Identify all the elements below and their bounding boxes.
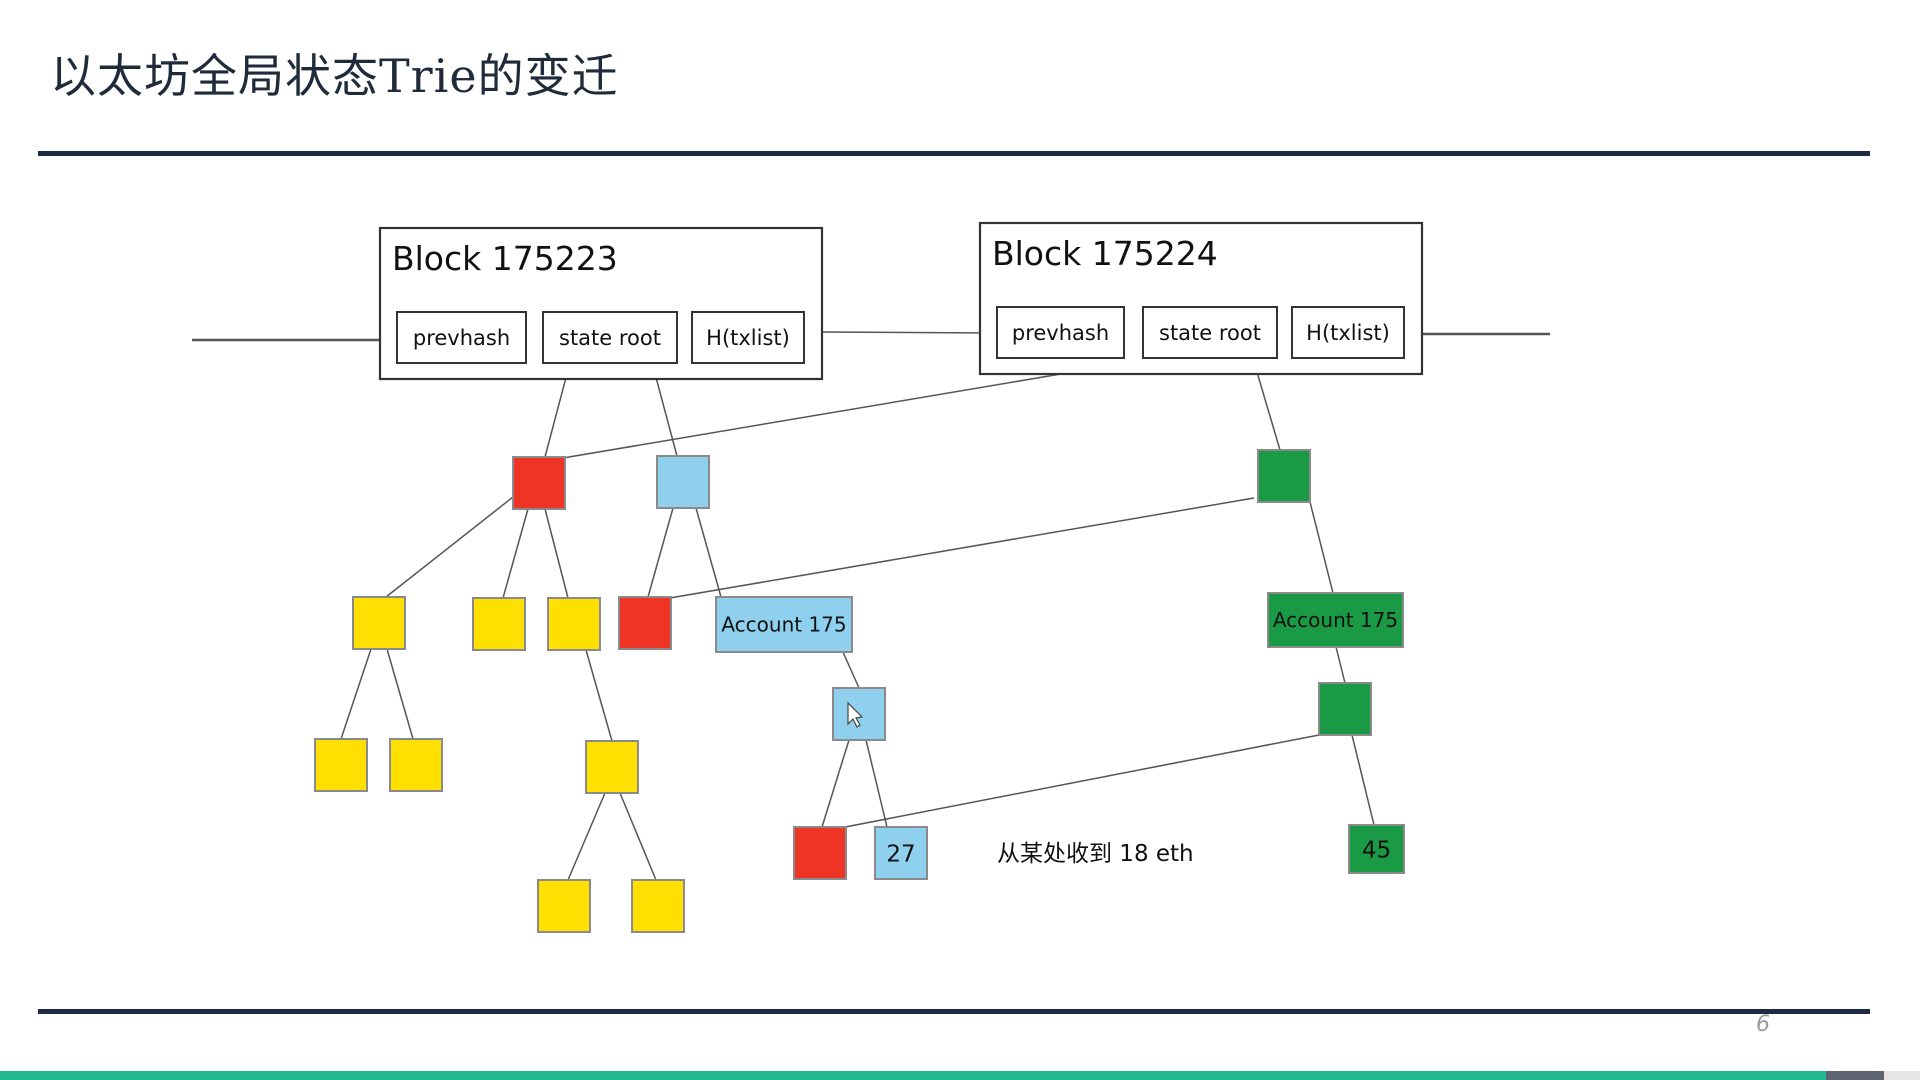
block-field-box — [1291, 306, 1405, 359]
edge-line — [821, 739, 850, 828]
block-field-box — [996, 306, 1125, 359]
node-label: Account 175 — [1273, 608, 1398, 632]
edge-line — [695, 507, 722, 598]
edge-line — [663, 497, 1255, 600]
trie-node-y6 — [585, 740, 639, 794]
node-box — [1318, 682, 1372, 736]
block-field-box — [542, 311, 678, 364]
edge-line — [544, 369, 569, 458]
node-box — [585, 740, 639, 794]
trie-node-acc2: Account 175 — [1267, 592, 1404, 648]
trie-node-y5 — [389, 738, 443, 792]
block-block-175224: Block 175224 prevhash state root H(txlist) — [978, 221, 1424, 376]
trie-node-g1 — [1257, 449, 1311, 503]
edge-line — [653, 369, 678, 457]
trie-node-r2 — [618, 596, 672, 650]
node-box — [547, 597, 601, 651]
node-box — [537, 879, 591, 933]
edge-line — [567, 792, 606, 881]
node-label: Account 175 — [721, 613, 846, 637]
node-box — [1257, 449, 1311, 503]
node-box — [793, 826, 847, 880]
block-field-h-txlist-: H(txlist) — [706, 326, 790, 350]
slide-title: 以太坊全局状态Trie的变迁 — [50, 49, 619, 103]
node-box — [314, 738, 368, 792]
edge-line — [562, 361, 1133, 459]
trie-edges — [192, 331, 1550, 881]
block-field-prevhash: prevhash — [1012, 321, 1109, 345]
edge-line — [1253, 361, 1281, 451]
trie-node-y4 — [314, 738, 368, 792]
trie-node-y8 — [631, 879, 685, 933]
edge-line — [386, 648, 414, 740]
annotation-text: 从某处收到 18 eth — [997, 841, 1194, 867]
node-box — [352, 596, 406, 650]
edge-line — [340, 648, 372, 740]
block-field-h-txlist-: H(txlist) — [1306, 321, 1390, 345]
page-number: 6 — [1756, 1012, 1770, 1037]
trie-node-y1 — [352, 596, 406, 650]
node-box — [715, 596, 853, 653]
edge-line — [1335, 646, 1346, 684]
block-title: Block 175223 — [392, 239, 618, 278]
trie-node-acc1: Account 175 — [715, 596, 853, 653]
edge-line — [619, 792, 657, 881]
top-divider — [38, 151, 1870, 156]
trie-node-y2 — [472, 597, 526, 651]
trie-node-r1 — [512, 456, 566, 510]
bottom-divider — [38, 1009, 1870, 1014]
edge-line — [865, 739, 888, 828]
block-field-state-root: state root — [559, 326, 661, 350]
node-box — [656, 455, 710, 509]
node-box — [512, 456, 566, 510]
trie-node-v45: 45 — [1348, 824, 1405, 874]
edge-line — [385, 496, 514, 598]
node-box — [1267, 592, 1404, 648]
node-box — [874, 826, 928, 880]
trie-node-b1 — [656, 455, 710, 509]
node-label: 27 — [886, 841, 915, 867]
block-field-box — [1142, 306, 1278, 359]
node-box — [618, 596, 672, 650]
node-box — [472, 597, 526, 651]
trie-node-v27: 27 — [874, 826, 928, 880]
progress-fill — [0, 1071, 1855, 1080]
block-field-box — [691, 311, 805, 364]
trie-node-y7 — [537, 879, 591, 933]
edge-line — [1309, 501, 1334, 594]
block-field-box — [396, 311, 527, 364]
node-label: 45 — [1362, 837, 1391, 863]
node-box — [1348, 824, 1405, 874]
edge-line — [1351, 734, 1375, 826]
block-block-175223: Block 175223 prevhash state root H(txlist) — [378, 226, 824, 381]
block-field-state-root: state root — [1159, 321, 1261, 345]
edge-line — [834, 734, 1320, 830]
node-box — [631, 879, 685, 933]
trie-node-y3 — [547, 597, 601, 651]
edge-line — [821, 331, 997, 334]
video-progress-bar[interactable] — [0, 1071, 1920, 1080]
cursor-icon — [847, 701, 864, 728]
edge-line — [585, 649, 613, 742]
edge-line — [842, 651, 860, 689]
edge-line — [502, 508, 529, 599]
progress-handle[interactable] — [1825, 1071, 1884, 1080]
node-box — [389, 738, 443, 792]
edge-line — [544, 508, 569, 599]
block-field-prevhash: prevhash — [413, 326, 510, 350]
edge-line — [647, 507, 674, 598]
block-title: Block 175224 — [992, 234, 1218, 273]
trie-node-g2 — [1318, 682, 1372, 736]
trie-node-r3 — [793, 826, 847, 880]
